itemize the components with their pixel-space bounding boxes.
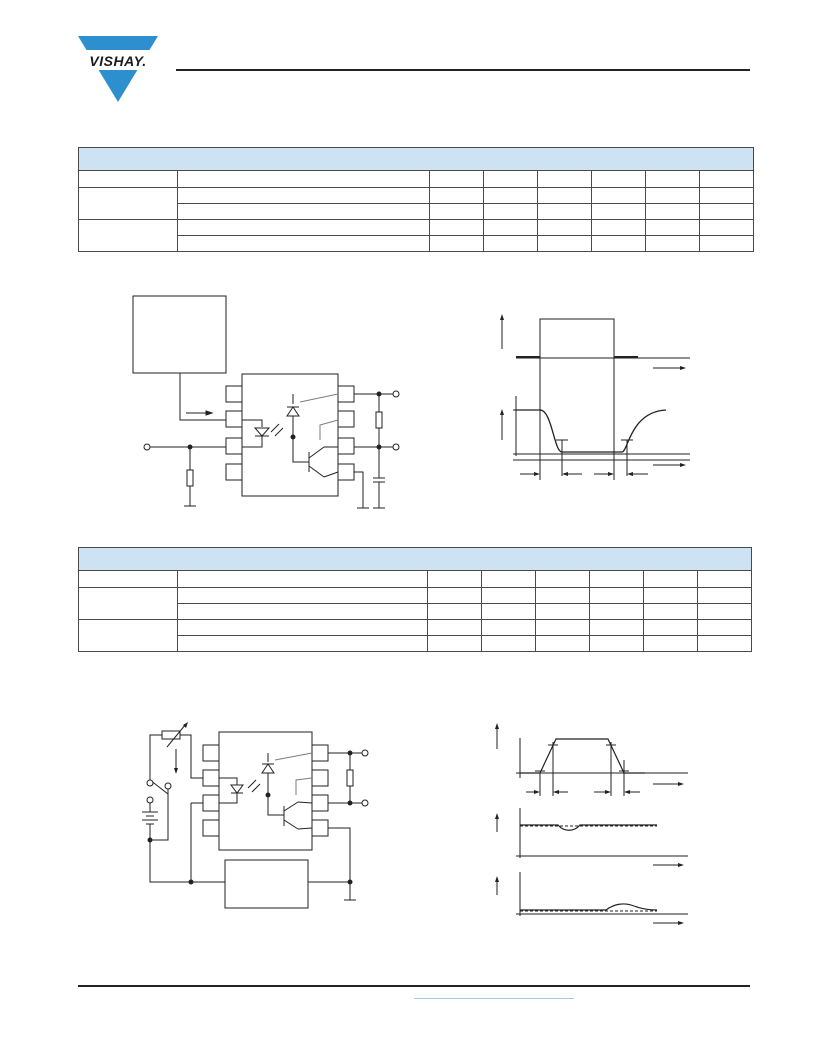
table-row — [78, 619, 752, 652]
header-rule — [176, 69, 750, 71]
table-row — [79, 235, 754, 252]
vishay-logo: VISHAY. — [78, 36, 158, 102]
spec-table-2 — [78, 547, 752, 652]
table-row — [78, 587, 752, 620]
table-row — [78, 219, 754, 252]
table-group-cell — [78, 219, 178, 252]
logo-triangle-icon — [78, 36, 158, 102]
table-title-cell — [78, 547, 752, 571]
table-cell — [697, 635, 752, 652]
table-row — [79, 203, 754, 220]
table-group-cell — [78, 187, 178, 220]
table-header-row — [78, 547, 752, 571]
table-cell — [699, 235, 754, 252]
table-header-row — [78, 147, 754, 171]
footer-rule — [78, 985, 750, 987]
brand-name: VISHAY. — [89, 53, 147, 69]
footer-link[interactable] — [414, 998, 574, 999]
table-title-cell — [78, 147, 754, 171]
table-column-header-row — [78, 570, 752, 588]
table-row — [79, 635, 752, 652]
spec-table-1 — [78, 147, 754, 252]
table-group-cell — [78, 619, 178, 652]
table-column-header-row — [78, 170, 754, 188]
table-row — [78, 187, 754, 220]
